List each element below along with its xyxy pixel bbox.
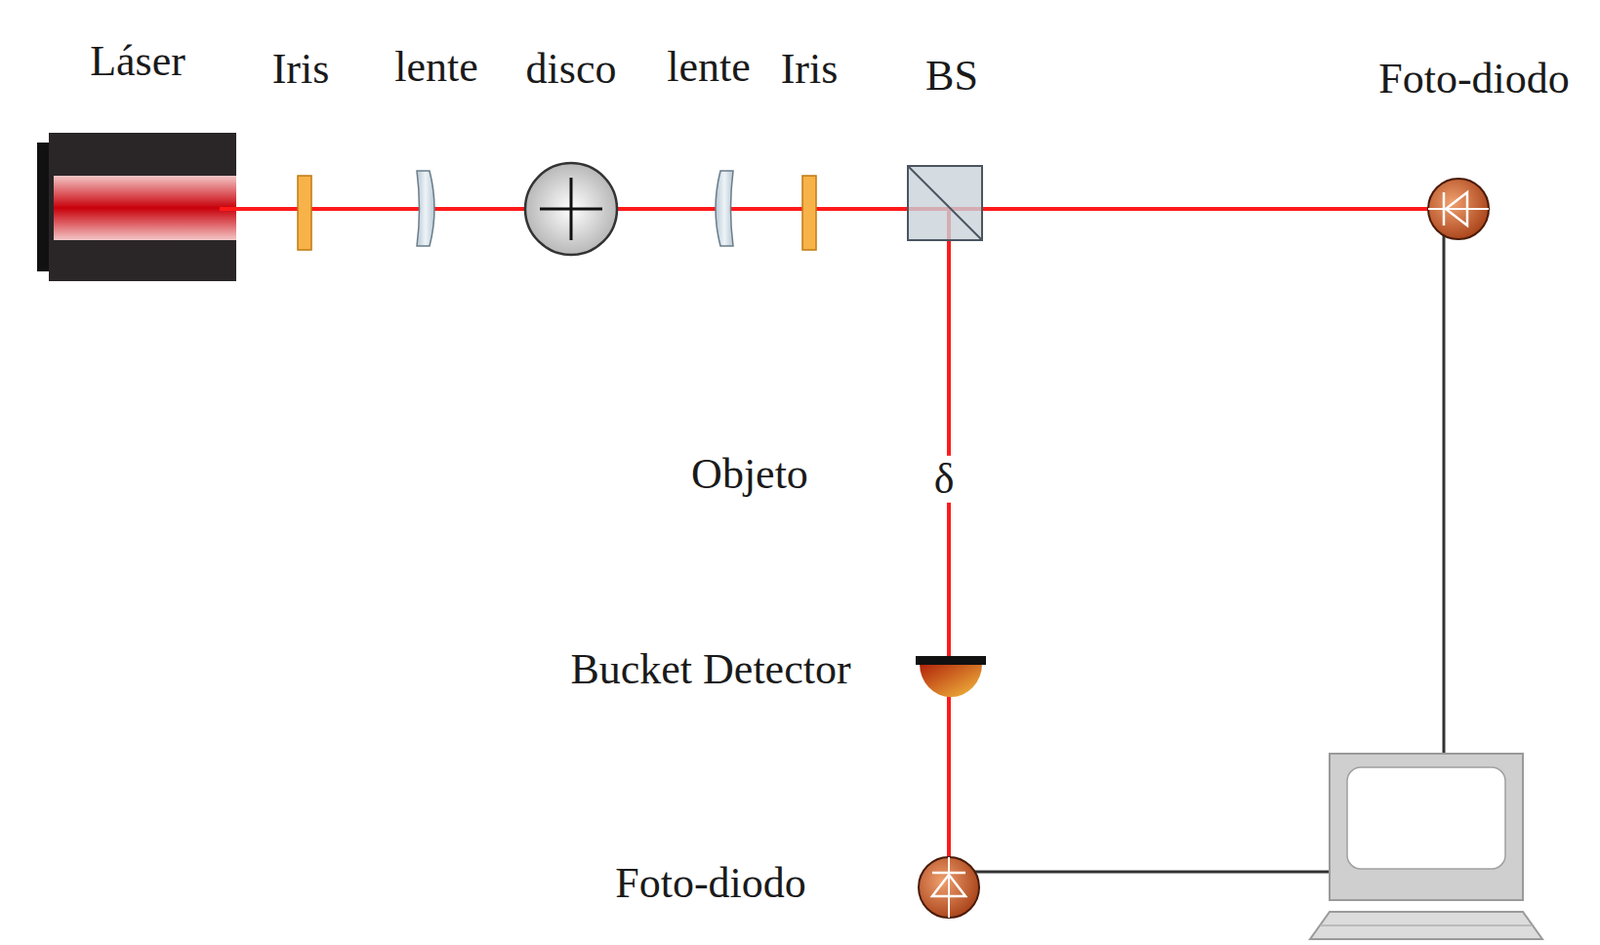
part-label: Foto-diodo bbox=[1378, 55, 1570, 103]
part-label: BS bbox=[925, 52, 979, 100]
wire bbox=[1442, 208, 1446, 755]
part-label: lente bbox=[666, 43, 751, 91]
part-label: Iris bbox=[272, 45, 330, 93]
laser-beam bbox=[946, 208, 951, 888]
lens bbox=[715, 170, 734, 247]
part-label: Láser bbox=[89, 38, 186, 85]
part-label: disco bbox=[526, 45, 617, 93]
iris bbox=[802, 175, 817, 250]
laser bbox=[37, 132, 237, 282]
part-label: Foto-diodo bbox=[615, 860, 807, 907]
photodiode bbox=[1428, 178, 1489, 240]
wire bbox=[948, 870, 1330, 874]
beam-splitter bbox=[907, 165, 983, 241]
part-label: Objeto bbox=[691, 451, 809, 498]
iris bbox=[297, 175, 312, 250]
laser-beam bbox=[219, 206, 1459, 211]
part-label: Iris bbox=[780, 45, 839, 93]
rotating-disc bbox=[525, 163, 617, 255]
part-label: Bucket Detector bbox=[570, 646, 851, 694]
bucket-detector bbox=[915, 656, 986, 698]
photodiode bbox=[918, 857, 980, 918]
part-label: lente bbox=[394, 43, 479, 91]
lens bbox=[416, 170, 435, 247]
computer bbox=[1310, 753, 1543, 940]
symbol-label: δ bbox=[931, 455, 958, 503]
